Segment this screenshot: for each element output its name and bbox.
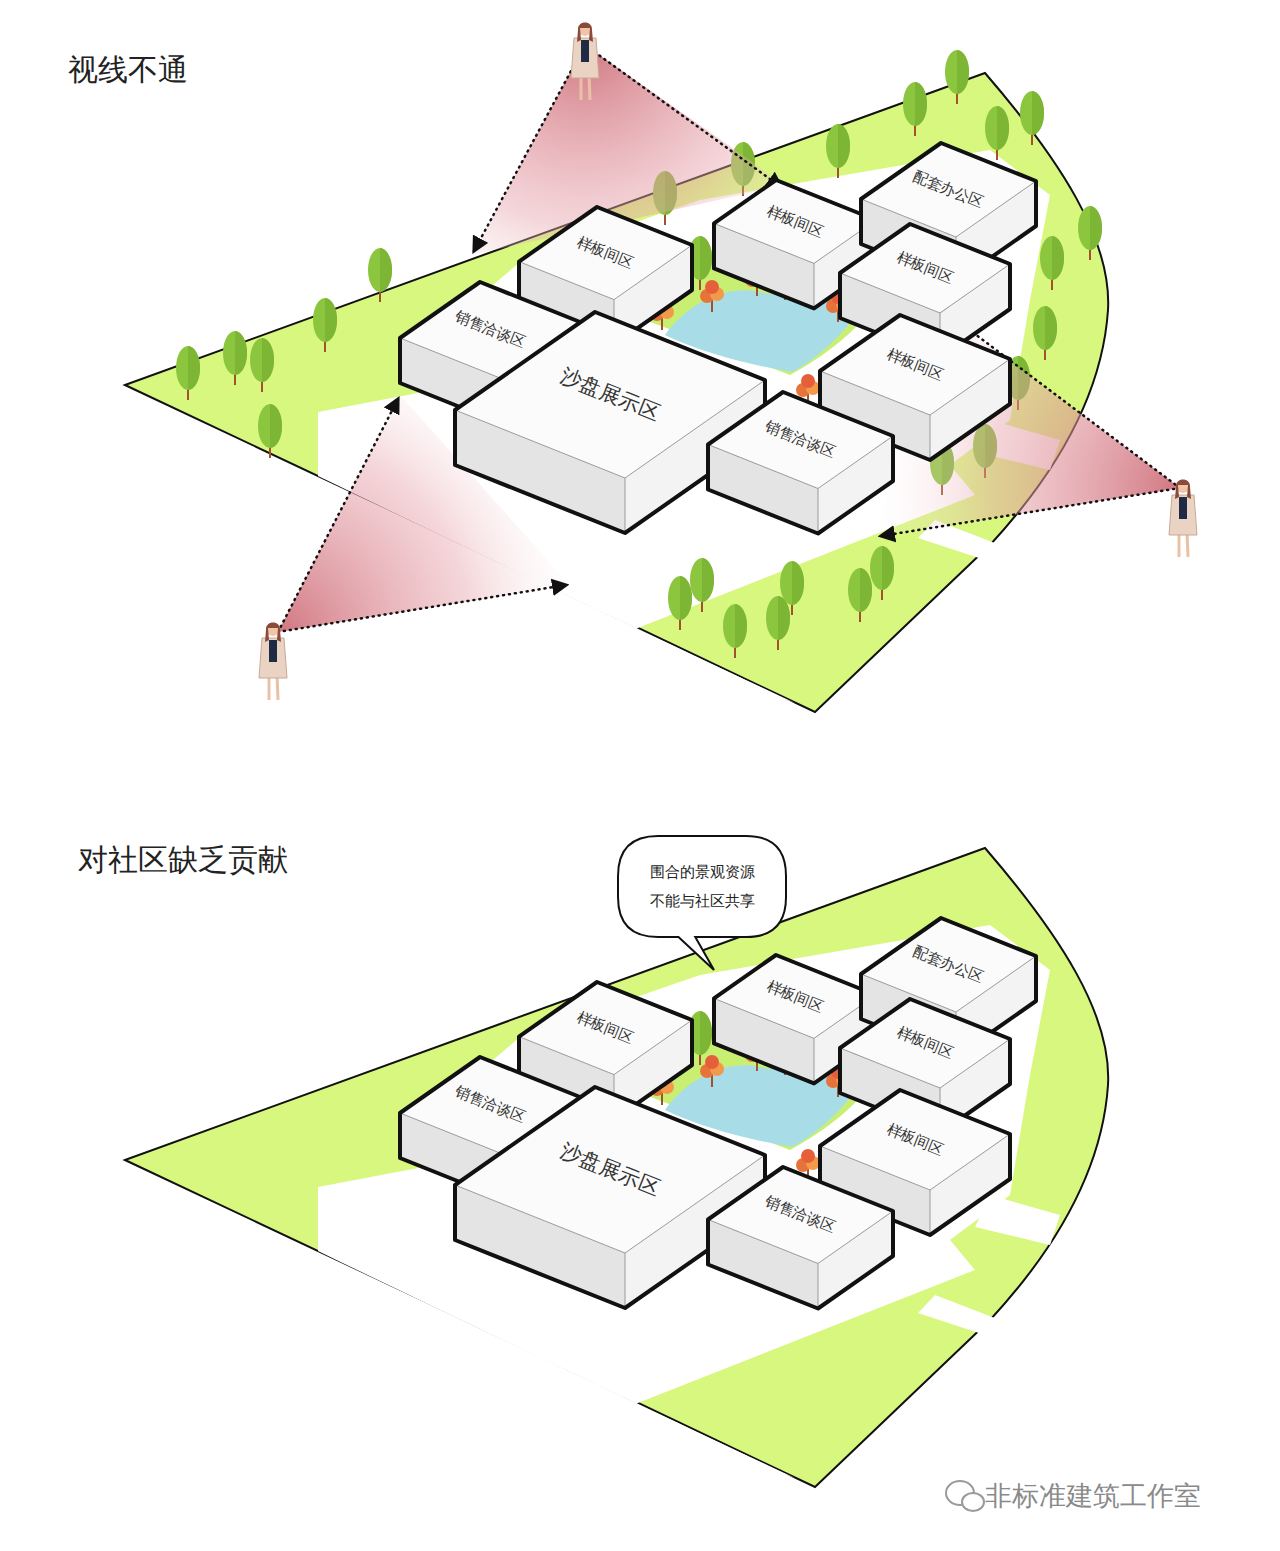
- speech-bubble: 围合的景观资源 不能与社区共享: [618, 836, 786, 937]
- building-volume: [451, 308, 769, 537]
- building-volume: [704, 388, 897, 538]
- building-block: 沙盘展示区: [451, 308, 769, 537]
- building-block: 销售洽谈区: [704, 1163, 897, 1313]
- callout-text: 围合的景观资源 不能与社区共享: [646, 858, 758, 915]
- diagram-title: 视线不通: [68, 50, 188, 89]
- building-volume: [704, 1163, 897, 1313]
- diagram-title: 对社区缺乏贡献: [78, 840, 288, 879]
- bubble-outline: [618, 836, 786, 937]
- building-block: 销售洽谈区: [704, 388, 897, 538]
- building-volume: [451, 1083, 769, 1312]
- watermark: 非标准建筑工作室: [985, 1478, 1201, 1513]
- building-block: 沙盘展示区: [451, 1083, 769, 1312]
